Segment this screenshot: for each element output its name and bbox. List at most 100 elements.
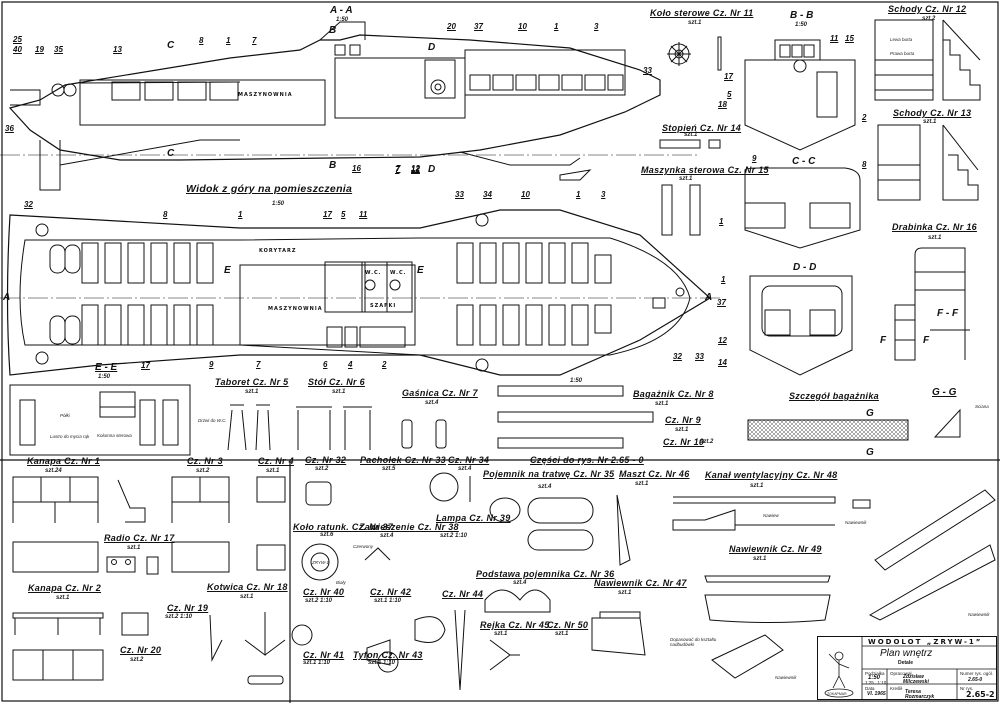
part-5-qty: szt.1 <box>245 389 259 395</box>
checked-by-last: Rozmarczyk <box>905 694 935 700</box>
section-cc-label: C - C <box>792 156 816 167</box>
part-12-title: Schody Cz. Nr 12 <box>888 4 967 14</box>
stairs-note-left: Lewa burta <box>890 37 913 42</box>
part-41-title: Cz. Nr 41 <box>303 650 345 660</box>
steering-wheel-drawing <box>659 36 722 149</box>
top-view-scale: 1:50 <box>272 201 285 207</box>
callout-37-dd: 37 <box>717 298 726 307</box>
callout-7-top: 7 <box>395 165 400 174</box>
ladder-drawing <box>894 247 970 361</box>
note-attach: Dopasować do kształtu nadbudówki <box>670 637 717 647</box>
side-engine-room-label: MASZYNOWNIA <box>238 92 293 98</box>
callout-11-bb: 11 <box>830 34 839 43</box>
cabinet-label: SZAFKI <box>370 303 397 309</box>
callout-12-dd: 12 <box>718 336 727 345</box>
part-41-qty: szt.1 1:10 <box>303 660 331 666</box>
section-dd-drawing <box>749 275 853 376</box>
part-38-qty: szt.4 <box>380 533 394 539</box>
part-18-title: Kotwica Cz. Nr 18 <box>207 582 288 592</box>
callout-13: 13 <box>113 45 122 54</box>
part-33-qty: szt.5 <box>382 466 396 472</box>
callout-1-top: 1 <box>238 210 243 219</box>
part-37-qty: szt.6 <box>320 532 334 538</box>
part-47-qty: szt.1 <box>618 590 632 596</box>
part-10-title: Cz. Nr 10 <box>663 437 705 447</box>
callout-1-side: 1 <box>226 36 231 45</box>
callout-1-side-b: 1 <box>554 22 559 31</box>
part-3-title: Cz. Nr 3 <box>187 456 223 466</box>
callout-2-top: 2 <box>382 360 387 369</box>
callout-35: 35 <box>54 45 63 54</box>
marker-f-right: F <box>923 335 930 346</box>
top-view-title: Widok z góry na pomieszczenia <box>186 183 353 195</box>
part-34-qty: szt.4 <box>458 466 472 472</box>
section-ee-drawing <box>9 384 191 456</box>
note-doors-wc: Drzwi do W.C. <box>198 418 227 423</box>
callout-25: 25 <box>13 35 22 44</box>
parts-group-title: Części do rys. Nr 2.65 - 0 <box>530 455 644 465</box>
part-40-title: Cz. Nr 40 <box>303 587 345 597</box>
callout-2-bb: 2 <box>862 113 867 122</box>
callout-12-side: 12 <box>411 164 420 173</box>
part-46-qty: szt.1 <box>635 481 649 487</box>
part-34-title: Cz. Nr 34 <box>448 455 490 465</box>
part-5-title: Taboret Cz. Nr 5 <box>215 377 289 387</box>
part-18-qty: szt.1 <box>240 594 254 600</box>
callout-33-bow: 33 <box>695 352 704 361</box>
part-48-title: Kanał wentylacyjny Cz. Nr 48 <box>705 470 838 480</box>
callout-18: 18 <box>718 100 727 109</box>
part-47-title: Nawiewnik Cz. Nr 47 <box>594 578 687 588</box>
callout-1-dd: 1 <box>721 275 726 284</box>
note-nawiewnik-1: Nawiewnik <box>845 520 867 525</box>
callout-10-side: 10 <box>518 22 527 31</box>
callout-33-top: 33 <box>455 190 464 199</box>
part-32-qty: szt.2 <box>315 466 329 472</box>
ref-value: 2.65-0 <box>968 677 983 683</box>
parts-scale: 1:50 <box>570 378 583 384</box>
luggage-rack-drawing <box>497 385 961 449</box>
callout-16: 16 <box>352 164 361 173</box>
marker-b-bottom: B <box>329 160 337 171</box>
callout-20: 20 <box>447 22 456 31</box>
callout-4-top: 4 <box>348 360 353 369</box>
section-bb-scale: 1:50 <box>795 22 808 28</box>
callout-19: 19 <box>35 45 44 54</box>
marker-f-left: F <box>880 335 887 346</box>
part-45-title: Rejka Cz. Nr 45 <box>480 620 550 630</box>
drawing-subtitle: Detale <box>898 660 914 666</box>
part-2-title: Kanapa Cz. Nr 2 <box>28 583 102 593</box>
checked-by-first: Teresa <box>905 689 921 695</box>
stools-drawing <box>227 404 271 451</box>
marker-c-bottom: C <box>167 148 175 159</box>
part-7-qty: szt.4 <box>425 400 439 406</box>
callout-3-side: 3 <box>594 22 599 31</box>
section-ee-scale: 1:50 <box>98 374 111 380</box>
marker-g-top: G <box>866 408 874 419</box>
section-ee-label: E - E <box>95 362 118 373</box>
parts-middle-drawing <box>291 472 646 691</box>
scale-value: 1:50 <box>868 675 881 681</box>
part-16-title: Drabinka Cz. Nr 16 <box>892 222 977 232</box>
sofa-2-drawing <box>12 612 149 681</box>
callout-10-top: 10 <box>521 190 530 199</box>
part-42-qty: szt.1 1:10 <box>374 598 402 604</box>
part-9-qty: szt.1 <box>675 427 689 433</box>
callout-8-side: 8 <box>199 36 204 45</box>
callout-40: 40 <box>13 45 22 54</box>
part-2-qty: szt.1 <box>56 595 70 601</box>
part-35-title: Pojemnik na tratwę Cz. Nr 35 <box>483 469 615 479</box>
marker-d-top: D <box>428 42 436 53</box>
callout-17-ee: 17 <box>141 361 150 370</box>
top-view-plan <box>0 209 720 376</box>
section-bb-drawing <box>744 39 856 151</box>
table-drawing <box>296 406 372 450</box>
part-36-qty: szt.4 <box>513 580 527 586</box>
part-13-title: Schody Cz. Nr 13 <box>893 108 972 118</box>
checked-by-label: Kreślił <box>890 686 903 691</box>
callout-8-top: 8 <box>163 210 168 219</box>
marker-a-left: A <box>3 292 11 303</box>
callout-5-top: 5 <box>341 210 346 219</box>
callout-1-cc: 1 <box>719 217 724 226</box>
wc-label-2: W.C. <box>390 270 407 276</box>
part-49-qty: szt.1 <box>753 556 767 562</box>
